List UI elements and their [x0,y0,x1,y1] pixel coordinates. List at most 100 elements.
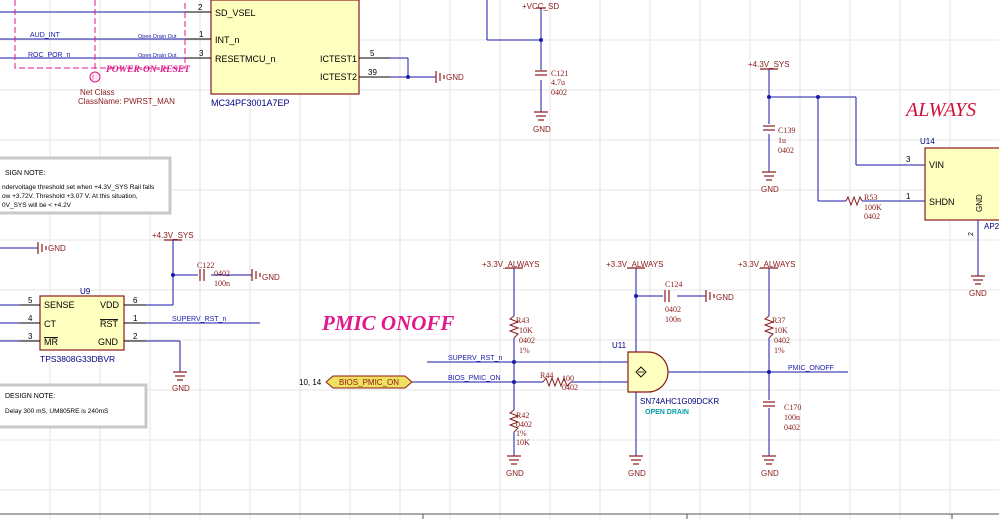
resistor-r37[interactable] [763,315,775,339]
u9-pin-num-2: 2 [133,332,138,341]
design-note-2-line1: Delay 300 mS, UM805RE is 240mS [5,408,109,415]
pin-name-ictest2: ICTEST2 [320,72,357,82]
gnd-label-c122: GND [262,273,280,282]
u9-designator: U9 [80,287,91,296]
pin-num-5: 5 [370,49,375,58]
pin-num-2: 2 [198,3,203,12]
u9-pin-sense: SENSE [44,300,75,310]
r53-size: 0402 [864,212,880,221]
r37-ref: R37 [772,316,785,325]
u14-input-wires [768,69,925,202]
pmic-part-number: MC34PF3001A7EP [211,98,290,108]
u14-chip[interactable]: VIN SHDN GND [924,147,999,221]
design-note-1-line1: ndervoltage threshold set when +4.3V_SYS… [2,184,155,191]
sheet-border [0,513,999,519]
c139-size: 0402 [778,146,794,155]
junction-dot [171,273,175,277]
u9-pin-stubs [20,304,146,342]
c122-ref: C122 [197,261,214,270]
always-title: ALWAYS [904,99,976,121]
pmic-onoff-wires [405,268,848,456]
junction-dot [512,380,516,384]
u9-pin-rst: RST [100,319,119,329]
gnd-label-u11: GND [628,469,646,478]
pin-name-sd-vsel: SD_VSEL [215,8,256,18]
u14-pin-num-3: 3 [906,155,911,164]
u14-pin-shdn: SHDN [929,197,955,207]
junction-dot [816,95,820,99]
u9-pin-num-3: 3 [28,332,33,341]
gnd-symbol-c124 [705,290,715,302]
gnd-symbol-c121 [534,111,548,121]
u9-pin-num-5: 5 [28,296,33,305]
capacitor-c124[interactable] [664,290,670,302]
u14-pin-num-1: 1 [906,192,911,201]
u14-designator: U14 [920,137,935,146]
capacitor-c139[interactable] [763,125,775,131]
r43-size: 0402 [519,336,535,345]
pin-num-1: 1 [199,30,204,39]
junction-dot [512,360,516,364]
gnd-symbol-ictest [435,71,445,83]
c170-value: 100n [784,413,800,422]
resistor-r53[interactable] [845,195,863,207]
capacitor-c121[interactable] [535,70,547,76]
c124-ref: C124 [665,280,682,289]
design-note-2: DESIGN NOTE: Delay 300 mS, UM805RE is 24… [0,383,148,429]
power-port-4v3-sys-b: +4.3V_SYS [152,231,194,240]
r37-tol: 1% [774,346,785,355]
power-port-always-2: +3.3V_ALWAYS [606,260,663,269]
pmic-mc34pf3001[interactable]: SD_VSEL INT_n RESETMCU_n ICTEST1 ICTEST2… [210,0,360,108]
u9-chip[interactable]: SENSE CT MR VDD RST GND [39,295,125,351]
design-note-1-title: SIGN NOTE: [5,170,46,177]
r44-size: 0402 [562,383,578,392]
gnd-symbol-c122 [251,269,261,281]
gnd-label-c170: GND [761,469,779,478]
r42-tol: 1% [516,429,527,438]
pmic-pin-lines [185,11,390,78]
bios-port-label: BIOS_PMIC_ON [339,378,399,387]
c139-value: 1u [778,136,786,145]
r42-ref: R42 [516,411,529,420]
u14-part-partial: AP2 [984,222,999,231]
capacitor-c122[interactable] [199,269,205,281]
pmic-onoff-title: PMIC ONOFF [321,311,454,335]
power-on-reset-title: POWER-ON-RESET [106,65,191,75]
r43-ref: R43 [516,316,529,325]
junction-dot [767,370,771,374]
r44-value: 100 [562,374,574,383]
gnd-symbol-c170 [762,455,776,465]
capacitor-c170[interactable] [763,401,775,407]
u11-gate[interactable] [627,351,669,393]
c122-value: 100n [214,279,230,288]
u9-pin-ct: CT [44,319,56,329]
power-port-always-1: +3.3V_ALWAYS [482,260,539,269]
c139-ref: C139 [778,126,795,135]
gnd-label-c139: GND [761,185,779,194]
junction-dot [406,75,410,79]
u11-designator: U11 [612,341,627,350]
u9-pin-gnd: GND [98,337,119,347]
bios-pmic-on-port[interactable]: BIOS_PMIC_ON [325,375,413,389]
u9-pin-num-6: 6 [133,296,138,305]
resistor-r42[interactable] [508,409,520,433]
design-note-1: SIGN NOTE: ndervoltage threshold set whe… [0,156,172,215]
gnd-label-c121: GND [533,125,551,134]
net-class-directive-icon[interactable] [89,71,101,83]
resistor-r44[interactable] [542,376,572,388]
u9-part-number: TPS3808G33DBVR [40,354,115,364]
net-pmic-onoff: PMIC_ONOFF [788,365,834,372]
junction-dot [767,95,771,99]
u14-pin-vin: VIN [929,160,944,170]
r43-value: 10K [519,326,533,335]
c124-value: 100n [665,315,681,324]
u14-pin-num-2: 2 [968,232,975,236]
gnd-label-ictest: GND [446,73,464,82]
r43-tol: 1% [519,346,530,355]
net-superv-rst: SUPERV_RST_n [448,355,502,362]
gnd-symbol-u11 [629,455,643,465]
resistor-r43[interactable] [508,315,520,339]
u11-part-number: SN74AHC1G09DCKR [640,397,719,406]
